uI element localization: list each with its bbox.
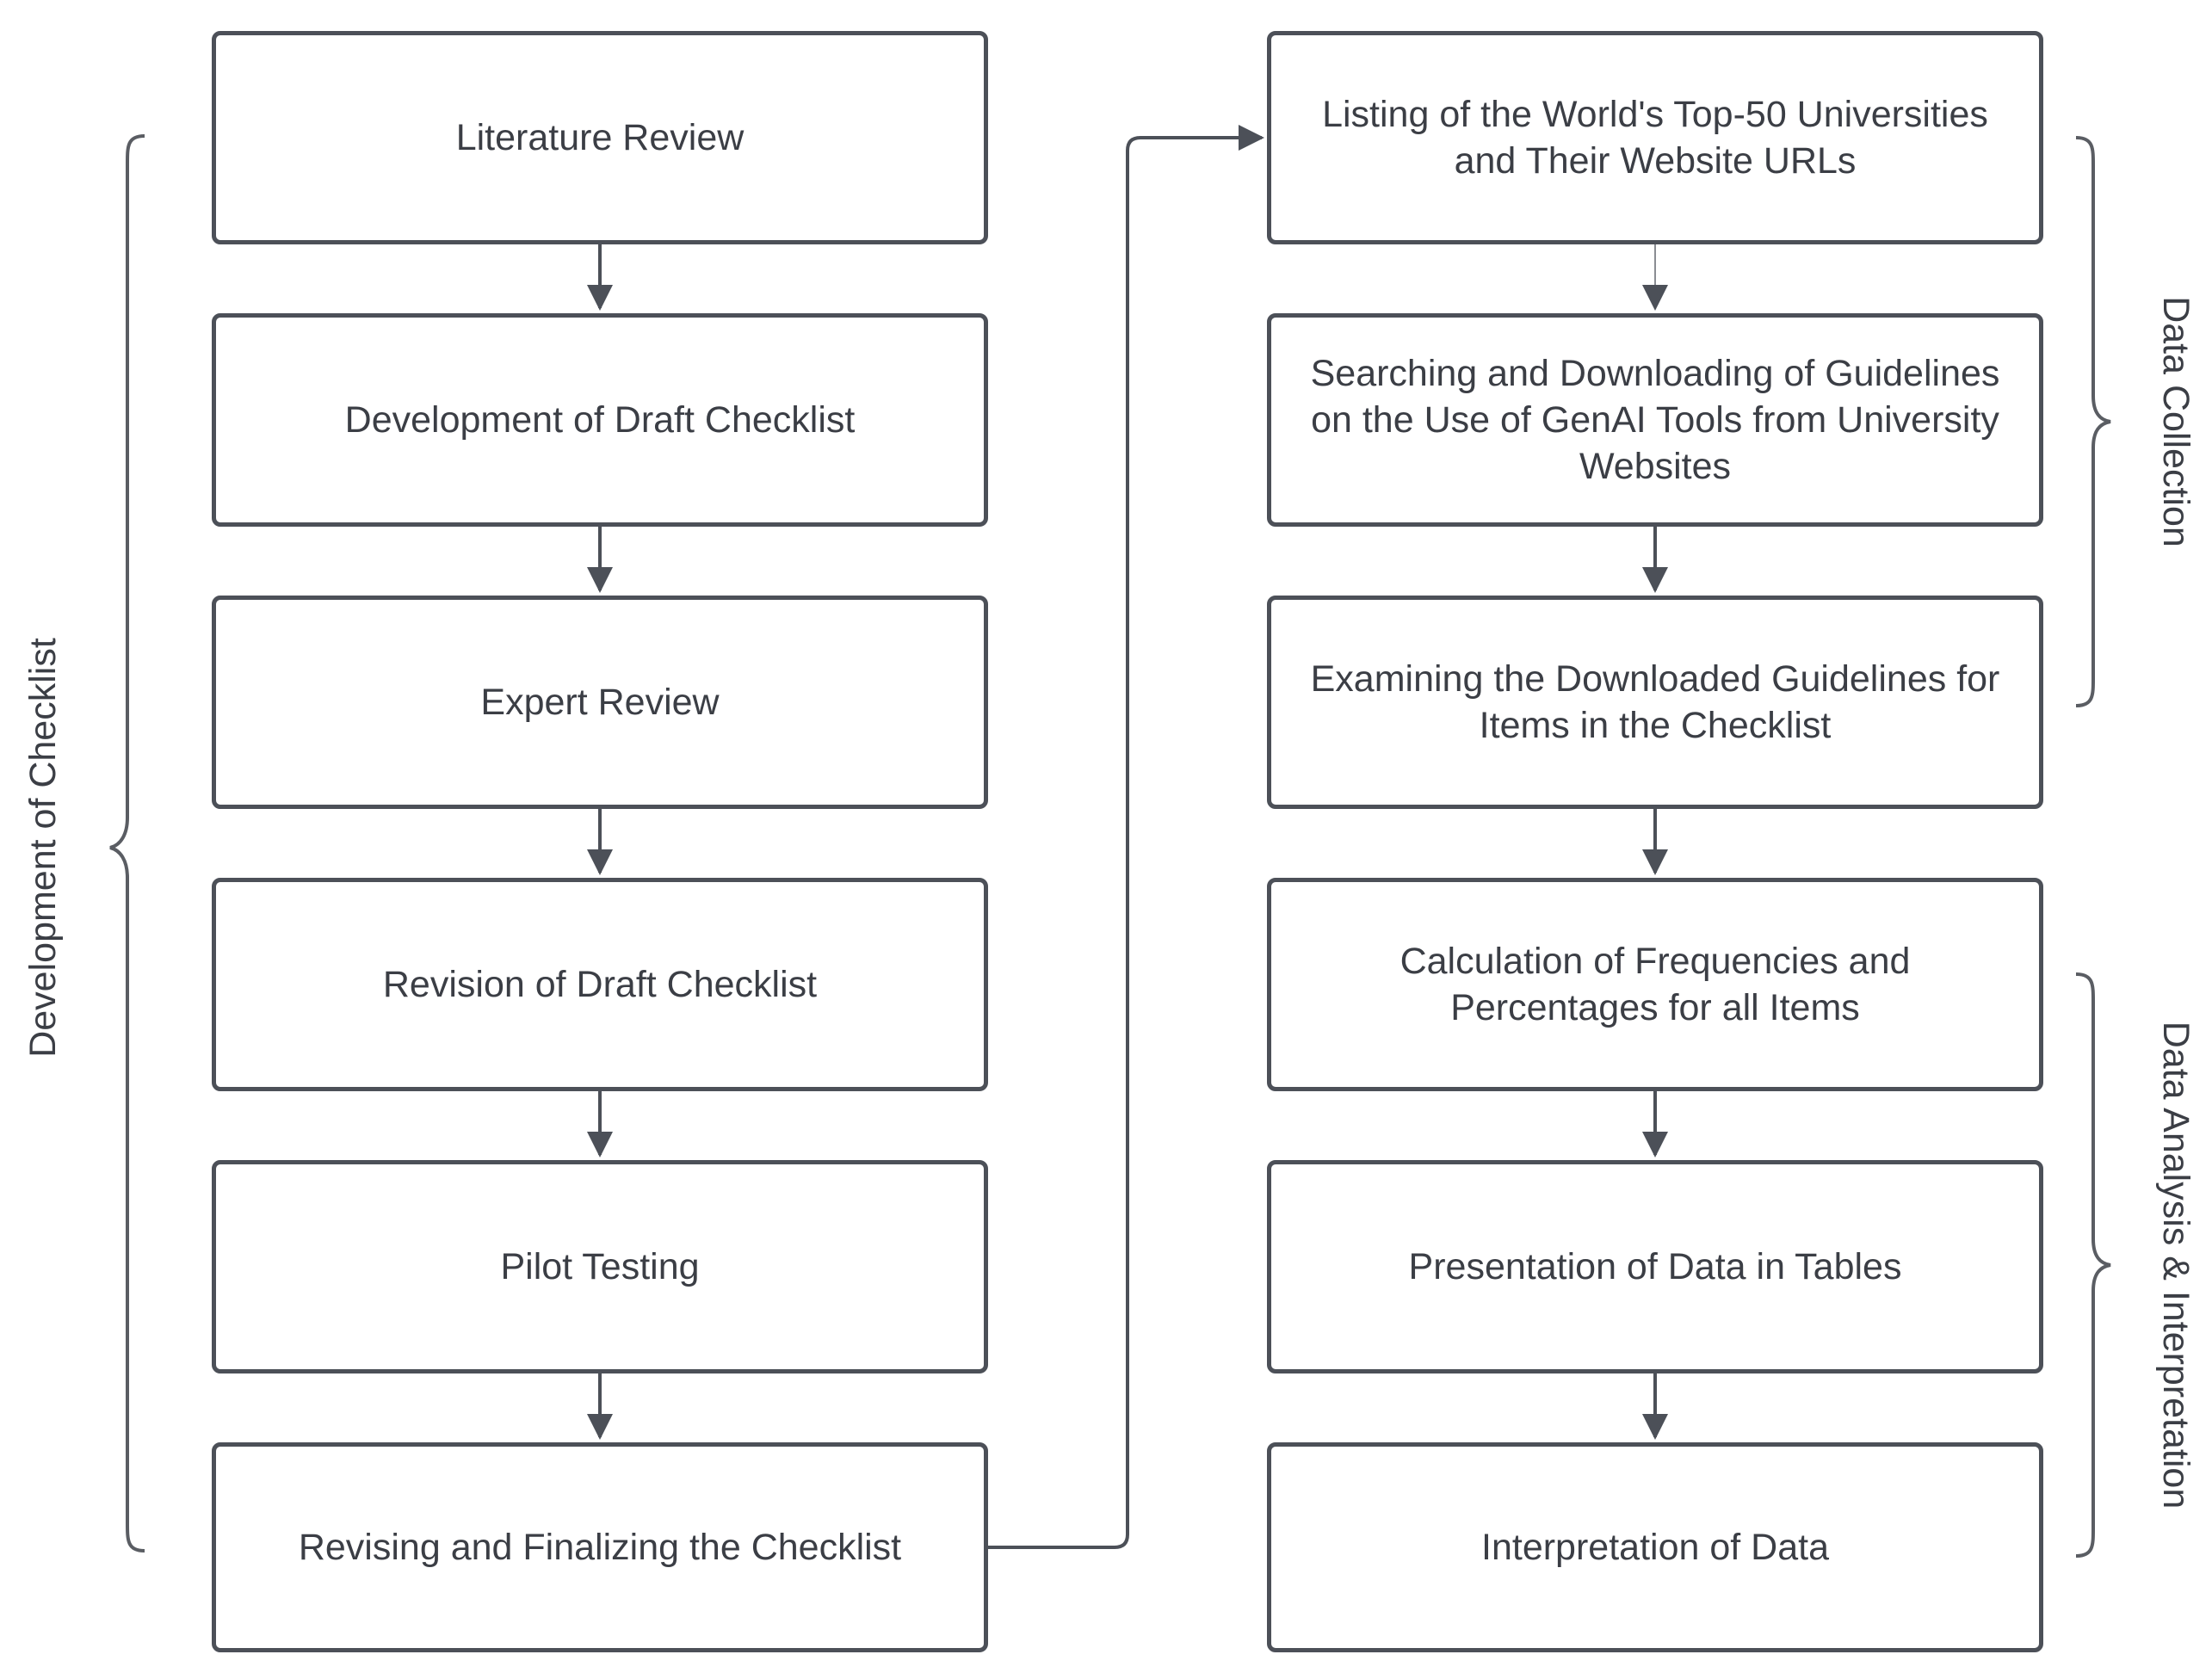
step-listing-universities: Listing of the World's Top-50 Universiti… bbox=[1267, 31, 2043, 244]
group-label-data-analysis: Data Analysis & Interpretation bbox=[2155, 1021, 2197, 1509]
brace-data-analysis bbox=[2075, 972, 2111, 1558]
step-searching-and-downloading: Searching and Downloading of Guidelines … bbox=[1267, 313, 2043, 527]
step-label: Revision of Draft Checklist bbox=[382, 964, 818, 1005]
step-presentation-of-data: Presentation of Data in Tables bbox=[1267, 1160, 2043, 1373]
step-revising-and-finalizing: Revising and Finalizing the Checklist bbox=[212, 1442, 988, 1652]
arrow-finalizing-to-listing bbox=[988, 125, 1264, 1549]
step-label: Listing of the World's Top-50 Universiti… bbox=[1322, 94, 1988, 182]
brace-development bbox=[109, 134, 145, 1552]
step-interpretation-of-data: Interpretation of Data bbox=[1267, 1442, 2043, 1652]
step-label: Revising and Finalizing the Checklist bbox=[298, 1527, 902, 1568]
step-expert-review: Expert Review bbox=[212, 596, 988, 809]
step-label: Calculation of Frequencies and Percentag… bbox=[1399, 941, 1911, 1028]
step-label: Expert Review bbox=[480, 682, 720, 723]
step-label: Development of Draft Checklist bbox=[344, 399, 856, 441]
step-examining-guidelines: Examining the Downloaded Guidelines for … bbox=[1267, 596, 2043, 809]
step-development-of-draft-checklist: Development of Draft Checklist bbox=[212, 313, 988, 527]
step-literature-review: Literature Review bbox=[212, 31, 988, 244]
step-label: Literature Review bbox=[455, 117, 745, 158]
group-label-development: Development of Checklist bbox=[22, 638, 64, 1058]
group-label-data-collection: Data Collection bbox=[2155, 296, 2197, 547]
step-pilot-testing: Pilot Testing bbox=[212, 1160, 988, 1373]
brace-data-collection bbox=[2075, 136, 2111, 707]
step-label: Examining the Downloaded Guidelines for … bbox=[1310, 658, 2000, 746]
step-label: Pilot Testing bbox=[500, 1246, 700, 1287]
step-label: Presentation of Data in Tables bbox=[1408, 1246, 1902, 1287]
step-label: Interpretation of Data bbox=[1481, 1527, 1829, 1568]
step-label: Searching and Downloading of Guidelines … bbox=[1310, 353, 2000, 487]
step-calculation-of-frequencies: Calculation of Frequencies and Percentag… bbox=[1267, 878, 2043, 1091]
step-revision-of-draft-checklist: Revision of Draft Checklist bbox=[212, 878, 988, 1091]
